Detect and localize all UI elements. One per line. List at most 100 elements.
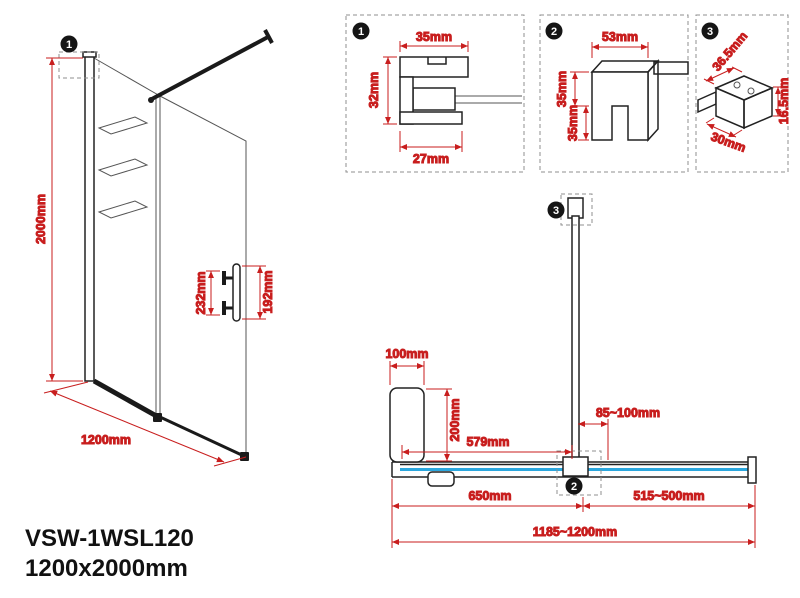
glass-clamp-section [590,59,689,142]
ext-line [733,129,743,136]
dim-27: 27mm [399,131,463,167]
dim-label: 1185~1200mm [533,525,617,539]
marker-number: 2 [551,26,557,38]
detail-callout-box-1 [58,51,100,79]
bar-connector-section [697,75,774,130]
dim-line [49,390,225,463]
wall-profile-section [399,56,522,125]
callout-3-marker: 3 [701,22,719,40]
marker-circle [565,477,583,495]
floor-foot [153,413,162,422]
bar-stub [697,90,717,114]
floor-foot [240,452,249,461]
marker-number: 2 [571,481,577,493]
support-bar-plan [571,215,580,463]
callout-2-marker: 2 [545,22,563,40]
wall-profile-plan [389,387,425,463]
detail-2: 2 53mm 35mm 35mm [539,14,689,173]
dim-label: 192mm [261,270,275,313]
dim-label: 16.5mm [777,78,791,125]
ext-line [705,117,715,124]
dim-adjust-85-100: 85~100mm [578,406,661,460]
detail-box [539,14,689,173]
support-bar-clamp [148,97,154,103]
marker-number: 1 [358,26,364,38]
dim-label: 35mm [555,71,569,107]
marker-number: 1 [66,39,72,51]
marker-circle [701,22,719,40]
callout-1-marker: 1 [352,22,370,40]
handle [222,263,241,322]
dim-650: 650mm [391,479,584,548]
connector-side-face [743,86,773,130]
floor-foot-plan [427,471,455,487]
profile-slot [427,57,447,65]
dim-label: 1200mm [81,433,131,447]
bolt [733,81,741,89]
dim-53: 53mm [591,30,649,58]
marker-number: 3 [707,26,713,38]
dim-label: 85~100mm [596,406,660,420]
bolt [747,87,755,95]
dim-515-500: 515~500mm [583,485,756,548]
dim-label: 2000mm [34,194,48,244]
dim-label: 200mm [448,398,462,441]
shelf [97,200,149,219]
dim-width-1200: 1200mm [43,381,247,467]
handle-mount [222,271,226,285]
dim-label: 35mm [566,105,580,141]
ext-line [703,78,715,85]
plan-view: 3 2 100mm 200mm 579mm 85~100mm [385,193,757,548]
handle-mount [222,301,226,315]
fixed-glass-panel [93,57,161,418]
dim-label: 35mm [416,30,452,44]
callout-1-marker: 1 [60,35,78,53]
dim-profile-width-100: 100mm [385,347,429,385]
stabilizer-bar [653,61,689,75]
dim-label: 515~500mm [633,489,704,503]
detail-1: 1 35mm 32mm 27mm [345,14,525,173]
wall-profile-cap [82,51,97,58]
ext-line [213,456,247,467]
shelf [97,116,149,135]
dim-label: 27mm [413,152,449,166]
detail-box [695,14,789,173]
dim-height-2000: 2000mm [34,57,83,382]
dim-35: 35mm [399,30,469,52]
dim-label: 53mm [602,30,638,44]
detail-box [345,14,525,173]
dim-label: 232mm [194,271,208,314]
end-profile [747,456,757,484]
support-bar-wall-bracket [263,29,274,44]
dim-35-lower: 35mm [566,104,590,142]
profile-bottom-flange [399,111,463,125]
connector-front-face [715,86,745,130]
support-bar [149,35,269,102]
product-size: 1200x2000mm [25,555,188,582]
dim-label: 100mm [385,347,428,361]
marker-circle [352,22,370,40]
shelf [97,158,149,177]
handle-bar [232,263,241,322]
dim-handle-spacing-232: 232mm [194,270,220,316]
dim-label: 32mm [367,72,381,108]
product-info: VSW-1WSL120 1200x2000mm [25,525,194,582]
clamp-front-face [591,71,649,141]
dim-35-upper: 35mm [555,70,589,108]
profile-top-piece [399,56,469,78]
marker-circle [545,22,563,40]
dim-profile-depth-200: 200mm [426,388,463,462]
clamp-top-face [590,60,660,73]
dim-579: 579mm [401,435,573,459]
wall-profile [84,55,95,382]
dim-label: 579mm [466,435,509,449]
dim-32: 32mm [367,56,397,125]
product-model: VSW-1WSL120 [25,525,194,552]
callout-3-marker: 3 [547,201,565,219]
profile-clamp [412,87,456,111]
marker-number: 3 [553,205,559,217]
dim-line [706,123,737,138]
marker-circle [60,35,78,53]
front-view: 1 2000mm 1200mm 232mm 192mm [34,29,276,467]
